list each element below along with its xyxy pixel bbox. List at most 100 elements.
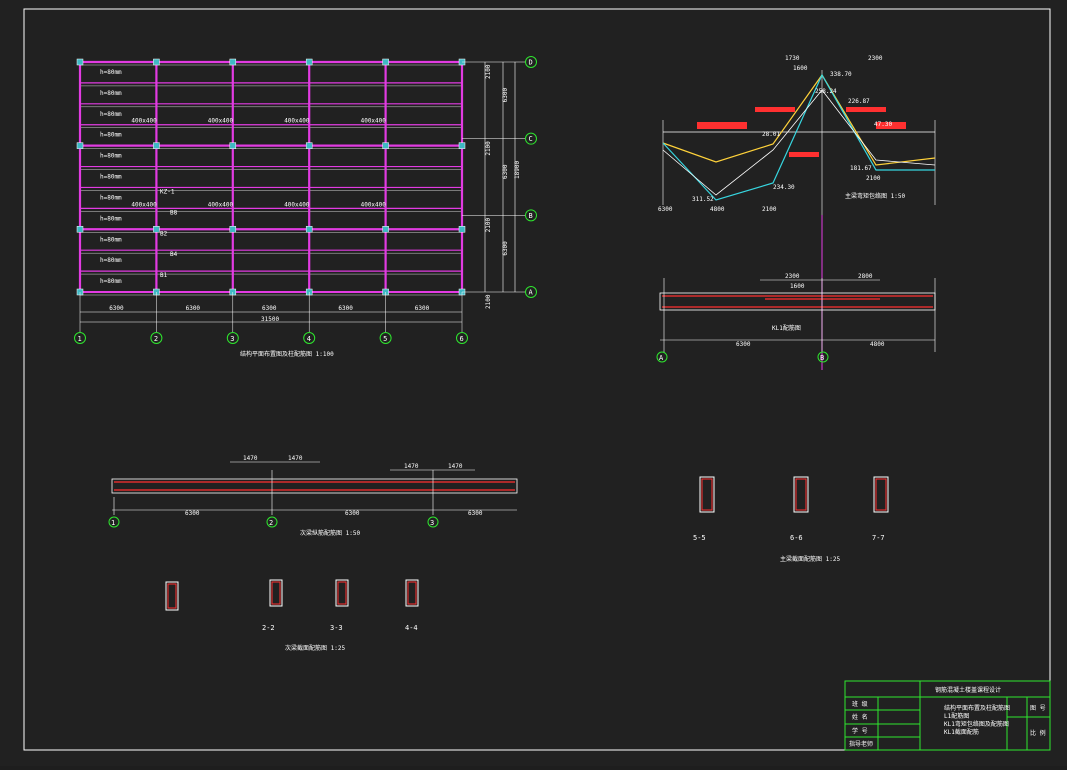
plan-bay-dimension: 6300 bbox=[502, 241, 509, 256]
kl1-dim: 1600 bbox=[790, 283, 805, 290]
moment-dim: 6300 bbox=[658, 206, 673, 213]
axis-bubble bbox=[150, 332, 163, 344]
span-dimension: 6300 bbox=[186, 305, 201, 312]
l1-dim: 6300 bbox=[185, 510, 200, 517]
moment-value: 234.30 bbox=[773, 184, 795, 191]
axis-label-y: D bbox=[529, 59, 533, 67]
plan-y-dimension: 2100 bbox=[485, 141, 492, 156]
tb-figure-no: 图 号 bbox=[1030, 705, 1046, 712]
project-name: 钢筋混凝土楼盖课程设计 bbox=[935, 686, 1001, 694]
axis-label-x: 4 bbox=[307, 335, 311, 343]
l1-title: 次梁纵筋配筋图 1:50 bbox=[300, 529, 360, 537]
tb-scale: 比 例 bbox=[1030, 729, 1046, 737]
moment-title: 主梁弯矩包络图 1:50 bbox=[845, 192, 905, 200]
member-tag: B8 bbox=[170, 209, 178, 216]
plan-y-dimension: 2100 bbox=[485, 64, 492, 79]
section-6-6: 6-6 bbox=[790, 534, 803, 542]
plan-column bbox=[382, 226, 389, 233]
l1-axis: 2 bbox=[269, 519, 273, 527]
slab-thickness-label: h=80mm bbox=[100, 278, 122, 285]
sheet-border bbox=[23, 8, 1051, 751]
slab-thickness-label: h=80mm bbox=[100, 111, 122, 118]
moment-dim: 2100 bbox=[866, 175, 881, 182]
plan-column bbox=[229, 142, 237, 149]
kl1-axis-b: B bbox=[820, 354, 824, 362]
axis-label-x: 2 bbox=[154, 335, 158, 343]
plan-column bbox=[305, 142, 313, 149]
plan-total-y: 18900 bbox=[514, 161, 521, 179]
moment-dim: 4800 bbox=[710, 206, 725, 213]
column-size-label: 400x400 bbox=[284, 118, 310, 125]
tb-drawing-4: KL1截面配筋 bbox=[944, 728, 979, 736]
column-size-label: 400x400 bbox=[131, 201, 157, 208]
column-size-label: 400x400 bbox=[361, 201, 387, 208]
l1-dim: 1470 bbox=[288, 455, 303, 462]
main-sections-title: 主梁截面配筋图 1:25 bbox=[780, 555, 840, 563]
plan-column bbox=[382, 142, 389, 149]
span-dimension: 6300 bbox=[109, 305, 124, 312]
column-size-label: 400x400 bbox=[361, 118, 387, 125]
slab-thickness-label: h=80mm bbox=[100, 90, 122, 97]
axis-label-x: 5 bbox=[383, 335, 387, 343]
axis-label-y: B bbox=[529, 212, 533, 220]
plan-dimensions: h=80mm h=80mm h=80mm h=80mm h=80mm h=80mm h=80… bbox=[74, 56, 537, 344]
moment-curve-1 bbox=[662, 73, 936, 166]
plan-bay-dimension: 6300 bbox=[502, 164, 509, 179]
kl1-label: KL1配筋图 bbox=[772, 324, 801, 332]
moment-value: 181.67 bbox=[850, 165, 872, 172]
moment-value: 258.24 bbox=[815, 88, 837, 95]
tb-class: 班 级 bbox=[852, 700, 868, 708]
plan-column bbox=[76, 226, 84, 233]
section-2-2: 2-2 bbox=[262, 624, 275, 632]
plan-column bbox=[229, 58, 237, 66]
kl1-dim: 4800 bbox=[870, 341, 885, 348]
slab-thickness-label: h=80mm bbox=[100, 194, 122, 201]
plan-column bbox=[153, 226, 160, 233]
slab-thickness-label: h=80mm bbox=[100, 153, 122, 160]
main-beam-sections: 5-5 6-6 7-7 主梁截面配筋图 1:25 bbox=[693, 476, 889, 563]
column-size-label: 400x400 bbox=[131, 118, 157, 125]
axis-bubble bbox=[525, 56, 537, 68]
plan-y-dimension: 2100 bbox=[485, 294, 492, 309]
span-dimension: 6300 bbox=[415, 305, 430, 312]
axis-bubble bbox=[226, 332, 239, 344]
tb-advisor: 指导老师 bbox=[849, 740, 873, 748]
main-beam-kl1: 2300 1600 2800 6300 4800 KL1配筋图 A B bbox=[656, 273, 936, 363]
axis-label-y: C bbox=[529, 135, 533, 143]
section-3-3: 3-3 bbox=[330, 624, 343, 632]
kl1-axis-a: A bbox=[659, 354, 664, 362]
total-dimension: 31500 bbox=[261, 316, 279, 323]
member-tag: B1 bbox=[160, 272, 168, 279]
l1-dim: 6300 bbox=[345, 510, 360, 517]
l1-dim: 1470 bbox=[404, 463, 419, 470]
plan-column bbox=[229, 226, 237, 233]
moment-envelope: 1730 1600 2300 338.70 258.24 226.87 28.0… bbox=[658, 55, 936, 370]
title-block: 钢筋混凝土楼盖课程设计 班 级 姓 名 学 号 指导老师 结构平面布置及柱配筋图… bbox=[844, 680, 1051, 751]
moment-value: 311.52 bbox=[692, 196, 714, 203]
member-tag: B2 bbox=[160, 230, 168, 237]
slab-thickness-label: h=80mm bbox=[100, 174, 122, 181]
plan-title: 结构平面布置图及柱配筋图 1:100 bbox=[240, 350, 334, 358]
axis-label-x: 1 bbox=[78, 335, 82, 343]
moment-dim: 2100 bbox=[762, 206, 777, 213]
tb-name: 姓 名 bbox=[852, 713, 868, 721]
plan-column bbox=[153, 58, 160, 66]
moment-dim: 1730 bbox=[785, 55, 800, 62]
kl1-dim: 2300 bbox=[785, 273, 800, 280]
l1-dim: 1470 bbox=[448, 463, 463, 470]
axis-label-x: 6 bbox=[460, 335, 464, 343]
kl1-dim: 2800 bbox=[858, 273, 873, 280]
section-5-5: 5-5 bbox=[693, 534, 706, 542]
column-size-label: 400x400 bbox=[208, 201, 234, 208]
l1-axis: 1 bbox=[111, 519, 115, 527]
sec-sections-title: 次梁截面配筋图 1:25 bbox=[285, 644, 345, 652]
axis-bubble bbox=[303, 332, 316, 344]
plan-y-dimension: 2100 bbox=[485, 217, 492, 232]
plan-column bbox=[305, 226, 313, 233]
plan-grid-lines bbox=[78, 60, 464, 296]
slab-thickness-label: h=80mm bbox=[100, 215, 122, 222]
plan-column bbox=[382, 58, 389, 66]
tb-drawing-1: 结构平面布置及柱配筋图 bbox=[944, 704, 1010, 712]
